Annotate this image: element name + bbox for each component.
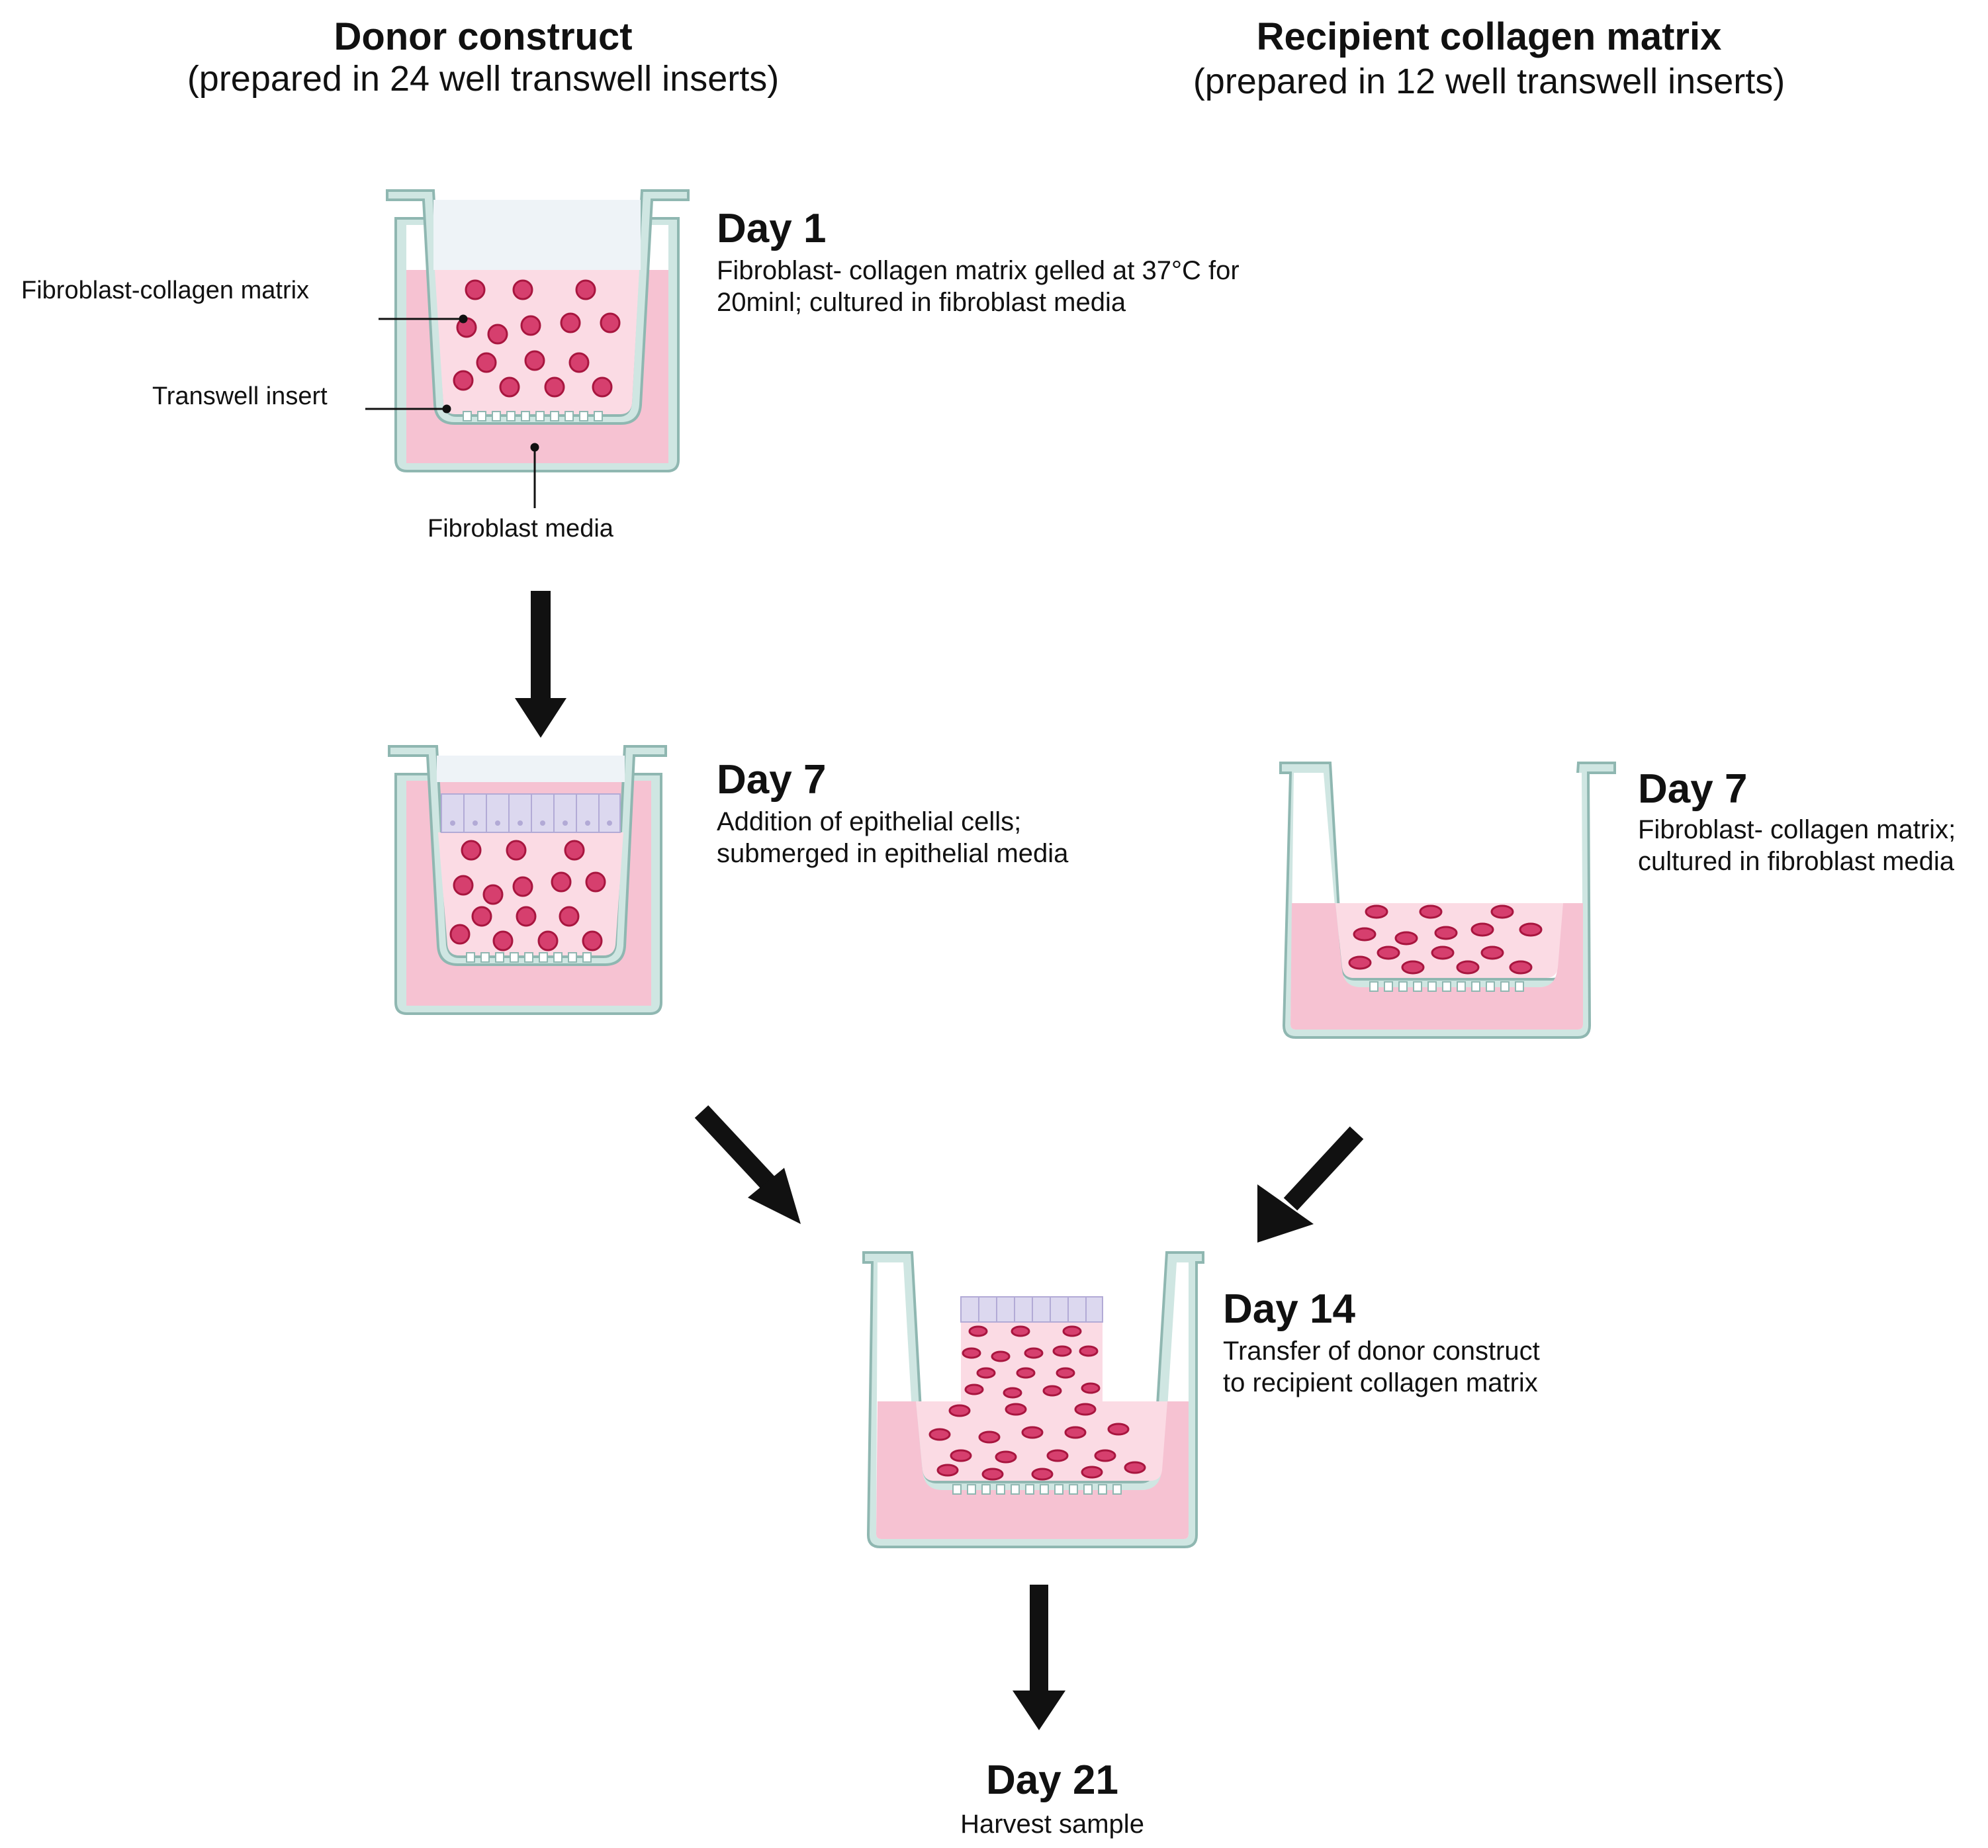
day7-donor-line1: Addition of epithelial cells; — [717, 807, 1022, 836]
day7-recipient-line1: Fibroblast- collagen matrix; — [1638, 815, 1956, 844]
fibroblast-collagen-matrix — [435, 270, 639, 414]
day7-donor-title: Day 7 — [717, 757, 827, 803]
arrow-recipient-to-day14 — [1257, 1126, 1364, 1243]
arrow-day14-to-day21 — [1013, 1585, 1065, 1730]
day7-donor-line2: submerged in epithelial media — [717, 839, 1069, 868]
label-fibroblast-media: Fibroblast media — [428, 515, 613, 543]
donor-well-day7 — [388, 745, 667, 1015]
label-fibroblast-collagen-matrix: Fibroblast-collagen matrix — [21, 277, 310, 304]
label-transwell-insert: Transwell insert — [152, 382, 328, 410]
transwell-insert-wall — [386, 189, 690, 425]
day1-line1: Fibroblast- collagen matrix gelled at 37… — [717, 256, 1240, 285]
donor-header-subtitle: (prepared in 24 well transwell inserts) — [187, 59, 780, 99]
day14-line2: to recipient collagen matrix — [1223, 1368, 1538, 1397]
insert-air-gap — [433, 200, 641, 270]
recipient-media — [1290, 903, 1583, 1030]
arrow-day1-to-day7 — [515, 591, 566, 738]
arrow-donor-to-day14 — [694, 1105, 801, 1224]
membrane — [463, 411, 603, 421]
epithelial-layer — [441, 793, 621, 833]
day14-line1: Transfer of donor construct — [1223, 1337, 1540, 1366]
recipient-well-day7 — [1279, 762, 1616, 1039]
recipient-header-title: Recipient collagen matrix — [1256, 15, 1722, 58]
day7-recipient-line2: cultured in fibroblast media — [1638, 847, 1955, 876]
combined-well-day14 — [862, 1251, 1204, 1548]
label-leaders — [365, 314, 539, 508]
fibroblast-cells — [453, 279, 621, 398]
day14-media — [876, 1401, 1189, 1539]
day14-title: Day 14 — [1223, 1286, 1355, 1332]
donor-well-day1 — [386, 189, 690, 472]
day1-line2: 20minl; cultured in fibroblast media — [717, 288, 1126, 317]
donor-header-title: Donor construct — [334, 15, 633, 58]
recipient-header-subtitle: (prepared in 12 well transwell inserts) — [1193, 62, 1785, 101]
day21-line1: Harvest sample — [960, 1810, 1144, 1839]
day21-title: Day 21 — [986, 1757, 1118, 1803]
day7-recipient-title: Day 7 — [1638, 766, 1748, 812]
day14-epithelial-layer — [960, 1296, 1103, 1323]
day1-title: Day 1 — [717, 206, 827, 251]
